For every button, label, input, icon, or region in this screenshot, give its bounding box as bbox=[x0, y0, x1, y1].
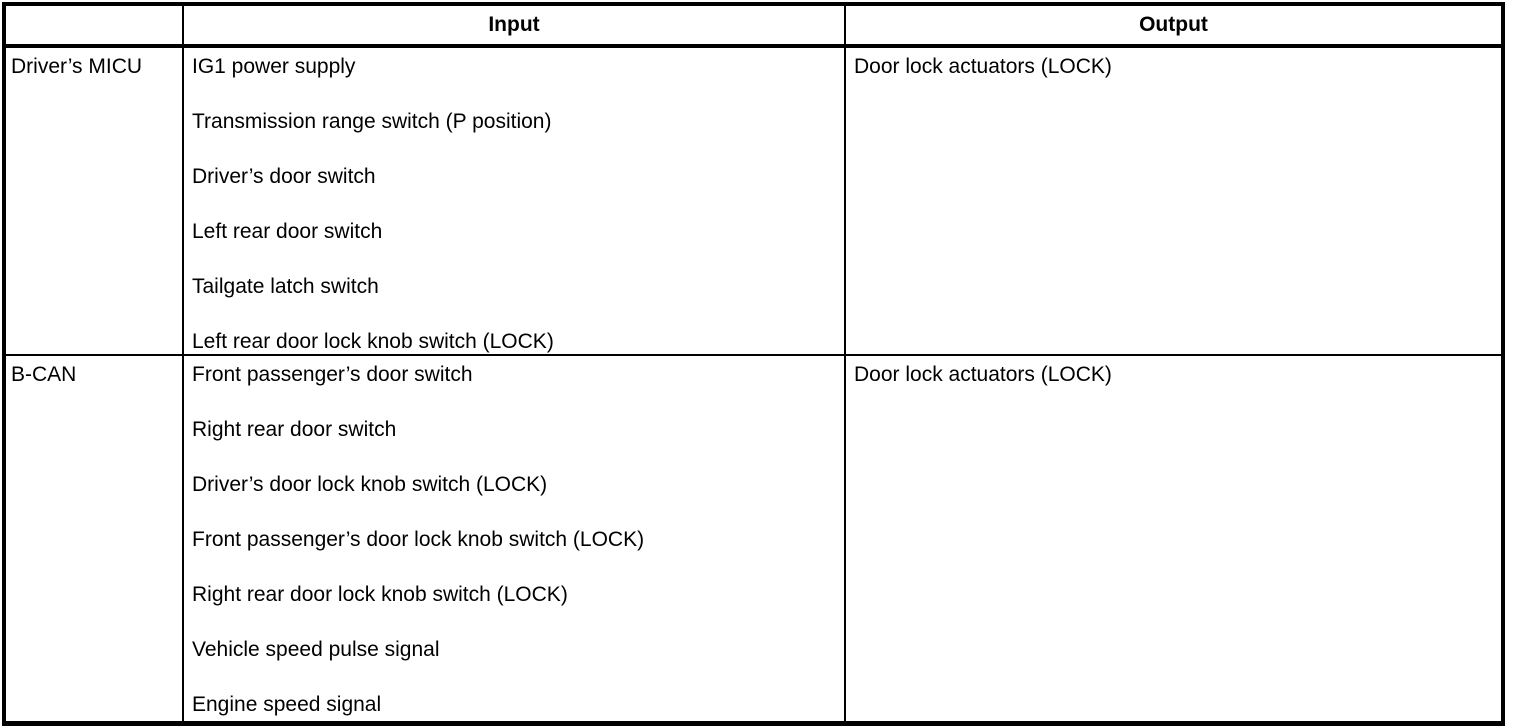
list-item: Driver’s door lock knob switch (LOCK) bbox=[192, 473, 548, 496]
table-row: B-CAN Front passenger’s door switch Righ… bbox=[6, 356, 1501, 721]
input-item-list: Front passenger’s door switch Right rear… bbox=[184, 356, 844, 717]
list-item: IG1 power supply bbox=[192, 55, 356, 78]
list-item: Front passenger’s door switch bbox=[192, 363, 473, 386]
cell-system: B-CAN bbox=[6, 356, 182, 721]
list-item: Vehicle speed pulse signal bbox=[192, 638, 440, 661]
cell-output: Door lock actuators (LOCK) bbox=[844, 356, 1501, 721]
table-header-corner bbox=[6, 6, 182, 44]
system-label: Driver’s MICU bbox=[11, 55, 143, 78]
list-item: Front passenger’s door lock knob switch … bbox=[192, 528, 645, 551]
list-item: Right rear door lock knob switch (LOCK) bbox=[192, 583, 568, 606]
output-label: Door lock actuators (LOCK) bbox=[854, 55, 1112, 78]
system-label: B-CAN bbox=[11, 363, 77, 386]
list-item: Left rear door lock knob switch (LOCK) bbox=[192, 330, 554, 353]
cell-output: Door lock actuators (LOCK) bbox=[844, 48, 1501, 354]
table-header-row: Input Output bbox=[6, 6, 1501, 48]
table-row: Driver’s MICU IG1 power supply Transmiss… bbox=[6, 48, 1501, 356]
output-label: Door lock actuators (LOCK) bbox=[854, 363, 1112, 386]
list-item: Driver’s door switch bbox=[192, 165, 376, 188]
input-item-list: IG1 power supply Transmission range swit… bbox=[184, 48, 844, 354]
cell-input: Front passenger’s door switch Right rear… bbox=[182, 356, 844, 721]
cell-input: IG1 power supply Transmission range swit… bbox=[182, 48, 844, 354]
cell-system: Driver’s MICU bbox=[6, 48, 182, 354]
table-body: Driver’s MICU IG1 power supply Transmiss… bbox=[6, 48, 1501, 721]
table-header-output: Output bbox=[844, 6, 1501, 44]
table-header-input: Input bbox=[182, 6, 844, 44]
list-item: Left rear door switch bbox=[192, 220, 383, 243]
list-item: Tailgate latch switch bbox=[192, 275, 379, 298]
list-item: Engine speed signal bbox=[192, 693, 382, 716]
list-item: Right rear door switch bbox=[192, 418, 397, 441]
list-item: Transmission range switch (P position) bbox=[192, 110, 552, 133]
